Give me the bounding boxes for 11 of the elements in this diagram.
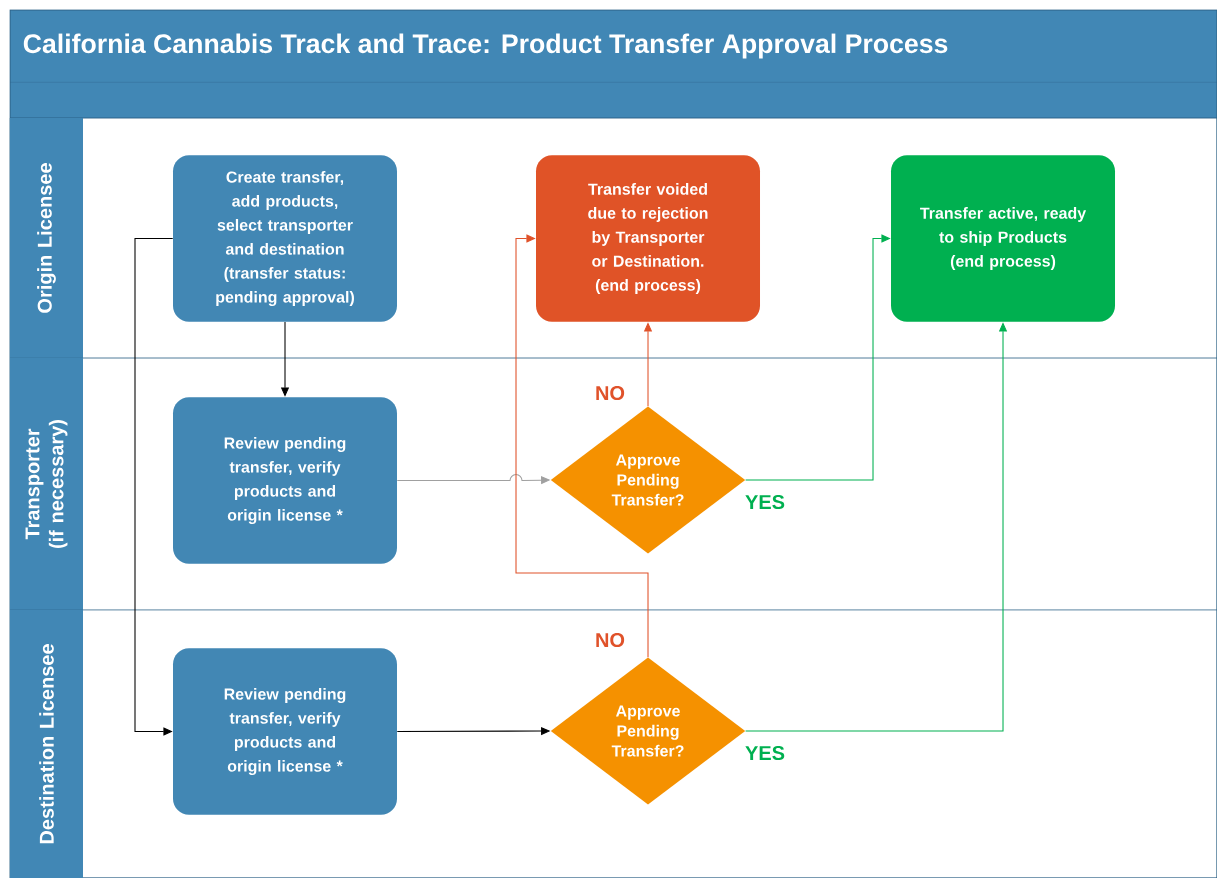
process-box: Create transfer, add products, select transporter and destination (transfer status: pending approval) xyxy=(173,155,397,322)
process-box: Transfer active, ready to ship Products (end process) xyxy=(891,155,1115,322)
edge-label: NO xyxy=(593,384,627,402)
process-box: Review pending transfer, verify products and origin license * xyxy=(173,397,397,564)
edge-label: NO xyxy=(593,631,627,649)
arrow xyxy=(134,237,174,736)
arrow xyxy=(515,234,649,658)
edge-label: YES xyxy=(743,493,787,511)
process-box: Transfer voided due to rejection by Transporter or Destination. (end process) xyxy=(536,155,760,322)
process-box: Review pending transfer, verify products and origin license * xyxy=(173,648,397,815)
edge-label: YES xyxy=(743,744,787,762)
